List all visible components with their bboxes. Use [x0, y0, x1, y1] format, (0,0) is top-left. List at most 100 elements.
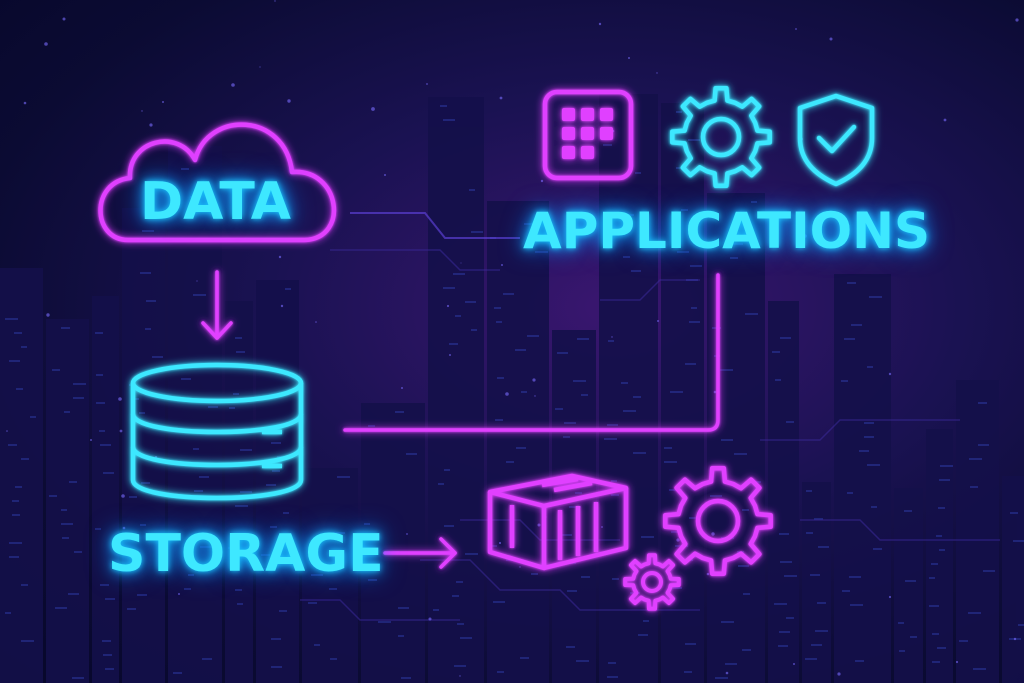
skyline-window [497, 377, 504, 379]
skyline-window [495, 419, 503, 421]
skyline-window [140, 272, 151, 274]
skyline-window [205, 210, 218, 212]
skyline-window [52, 369, 60, 371]
skyline-window [745, 313, 758, 315]
skyline-window [910, 636, 917, 638]
skyline-window [864, 436, 874, 438]
skyline-window [181, 168, 189, 170]
skyline-window [969, 458, 982, 460]
background-sparkle [426, 83, 428, 85]
skyline-window [30, 416, 36, 418]
skyline-window [236, 351, 245, 353]
skyline-window [235, 337, 242, 339]
skyline-window [685, 363, 696, 365]
skyline-window [129, 496, 137, 498]
skyline-window [152, 356, 163, 358]
skyline-window [506, 461, 514, 463]
skyline-window [520, 657, 529, 659]
skyline-window [105, 598, 115, 600]
skyline-window [772, 351, 780, 353]
skyline-window [607, 676, 618, 678]
background-sparkle [449, 354, 451, 356]
skyline-window [725, 663, 737, 665]
skyline-window [202, 658, 212, 660]
skyline-window [100, 584, 109, 586]
skyline-window [270, 526, 277, 528]
background-sparkle [499, 96, 503, 100]
app-grid-cell [600, 127, 613, 140]
skyline-window [685, 643, 696, 645]
skyline-window [314, 644, 320, 646]
skyline-window [406, 453, 417, 455]
skyline-building [256, 280, 299, 683]
skyline-window [973, 668, 986, 670]
edge-storage-to-applications [343, 273, 720, 432]
skyline-window [21, 640, 34, 642]
skyline-window [496, 321, 502, 323]
skyline-window [670, 391, 683, 393]
app-grid-cell [562, 108, 575, 121]
background-sparkle [829, 37, 833, 41]
background-sparkle [657, 320, 659, 322]
skyline-window [779, 631, 790, 633]
container-box-icon [487, 473, 629, 571]
background-sparkle [628, 57, 630, 59]
skyline-window [670, 587, 682, 589]
background-sparkle [401, 387, 403, 389]
background-sparkle [676, 538, 680, 542]
background-sparkle [231, 83, 235, 87]
skyline-window [398, 607, 409, 609]
skyline-window [806, 490, 812, 492]
skyline-building [92, 296, 119, 683]
edge-storage-to-deployment [383, 537, 457, 569]
skyline-window [815, 630, 828, 632]
skyline-window [560, 534, 572, 536]
skyline-window [229, 407, 235, 409]
skyline-window [805, 658, 817, 660]
skyline-window [188, 574, 194, 576]
skyline-window [444, 469, 450, 471]
skyline-building [0, 268, 43, 683]
skyline-window [194, 490, 203, 492]
skyline-window [563, 436, 570, 438]
skyline-building [661, 103, 704, 683]
skyline-window [433, 609, 439, 611]
skyline-window [64, 411, 70, 413]
skyline-window [453, 273, 465, 275]
skyline-window [623, 410, 636, 412]
skyline-window [968, 612, 981, 614]
skyline-window [751, 201, 757, 203]
background-sparkle [259, 66, 261, 68]
skyline-window [676, 111, 682, 113]
skyline-window [689, 517, 699, 519]
background-sparkle [141, 110, 143, 112]
skyline-window [527, 335, 539, 337]
skyline-window [983, 570, 995, 572]
skyline-window [931, 563, 938, 565]
skyline-window [233, 393, 239, 395]
background-sparkle [196, 280, 198, 282]
skyline-window [741, 215, 748, 217]
skyline-window [569, 506, 581, 508]
skyline-building [894, 488, 923, 683]
background-sparkle [793, 663, 795, 665]
app-grid-cell [581, 127, 594, 140]
skyline-window [671, 531, 681, 533]
skyline-window [611, 494, 619, 496]
skyline-window [105, 668, 114, 670]
background-sparkle [274, 0, 276, 2]
skyline-window [465, 553, 478, 555]
background-sparkle [90, 439, 92, 441]
background-sparkle [278, 255, 282, 259]
skyline-building [46, 319, 89, 683]
skyline-window [786, 617, 794, 619]
skyline-window [817, 602, 826, 604]
skyline-window [190, 196, 197, 198]
skyline-window [715, 677, 728, 679]
skyline-window [15, 486, 22, 488]
app-grid-cell [562, 127, 575, 140]
skyline-window [784, 575, 797, 577]
skyline-window [779, 533, 789, 535]
skyline-window [308, 602, 317, 604]
skyline-window [581, 394, 588, 396]
